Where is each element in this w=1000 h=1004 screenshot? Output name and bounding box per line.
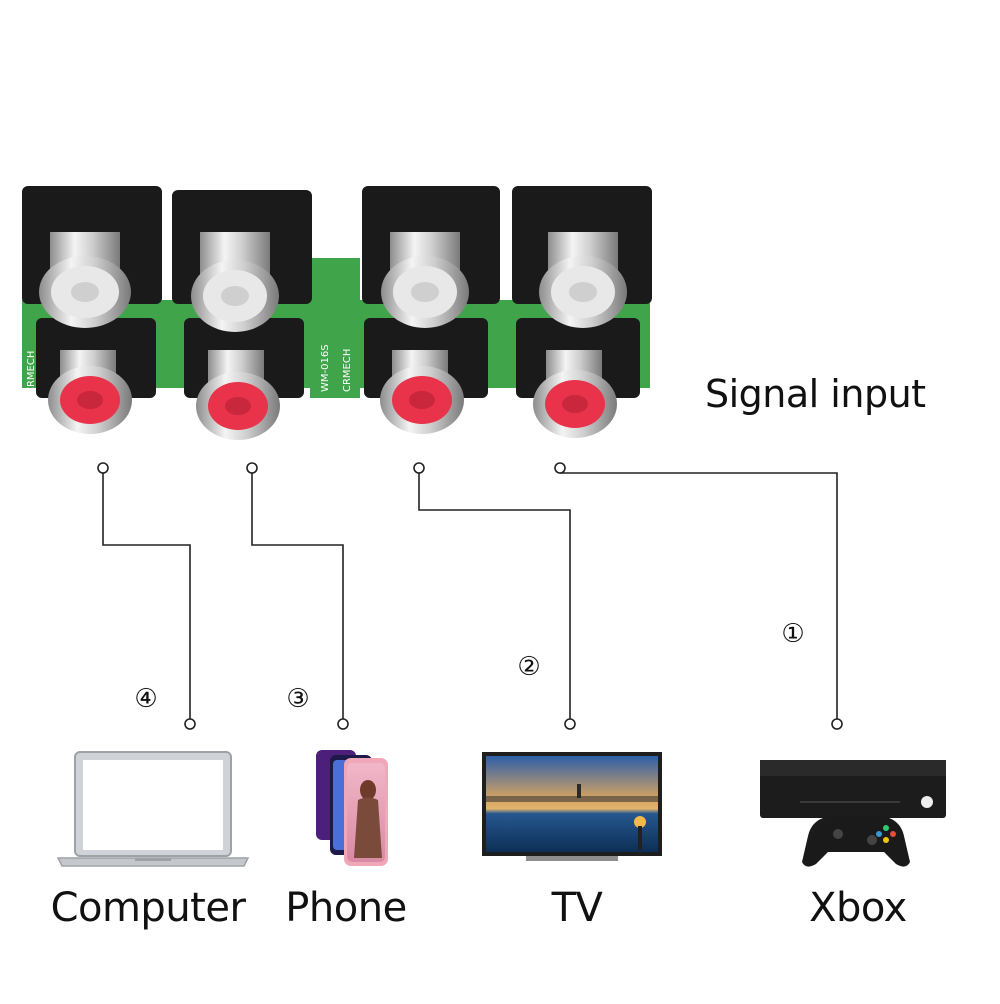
connection-endpoints bbox=[97, 462, 843, 730]
tv-icon bbox=[482, 752, 662, 861]
line-computer bbox=[102, 473, 191, 720]
endpoint bbox=[554, 462, 566, 474]
white-jack bbox=[39, 232, 131, 328]
red-jack bbox=[196, 350, 280, 440]
number-xbox: ① bbox=[781, 619, 805, 649]
line-phone bbox=[251, 473, 344, 720]
label-tv: TV bbox=[551, 885, 603, 931]
endpoint bbox=[564, 718, 576, 730]
label-phone: Phone bbox=[285, 885, 407, 931]
pcb-silkscreen-1: WM-016S bbox=[320, 344, 331, 392]
endpoint bbox=[246, 462, 258, 474]
white-jack bbox=[539, 232, 627, 328]
line-tv bbox=[418, 473, 571, 720]
label-xbox: Xbox bbox=[809, 885, 907, 931]
game-console-icon bbox=[760, 760, 946, 867]
number-phone: ③ bbox=[286, 684, 310, 714]
white-jack bbox=[381, 232, 469, 328]
number-computer: ④ bbox=[134, 684, 158, 714]
line-xbox bbox=[560, 472, 838, 720]
rca-board bbox=[22, 186, 652, 440]
endpoint bbox=[97, 462, 109, 474]
endpoint bbox=[413, 462, 425, 474]
pcb-silkscreen-3: CRMECH bbox=[26, 350, 37, 394]
pcb-middle bbox=[310, 258, 360, 398]
signal-input-title: Signal input bbox=[705, 372, 926, 416]
pcb-silkscreen-2: CRMECH bbox=[342, 348, 353, 392]
laptop-icon bbox=[56, 751, 250, 867]
label-computer: Computer bbox=[50, 885, 246, 931]
endpoint bbox=[831, 718, 843, 730]
red-jack bbox=[48, 350, 132, 434]
red-jack bbox=[533, 350, 617, 438]
connection-lines bbox=[102, 472, 838, 720]
number-tv: ② bbox=[517, 652, 541, 682]
endpoint bbox=[337, 718, 349, 730]
red-jack bbox=[380, 350, 464, 434]
endpoint bbox=[184, 718, 196, 730]
phone-icon bbox=[316, 750, 388, 866]
white-jack bbox=[191, 232, 279, 332]
